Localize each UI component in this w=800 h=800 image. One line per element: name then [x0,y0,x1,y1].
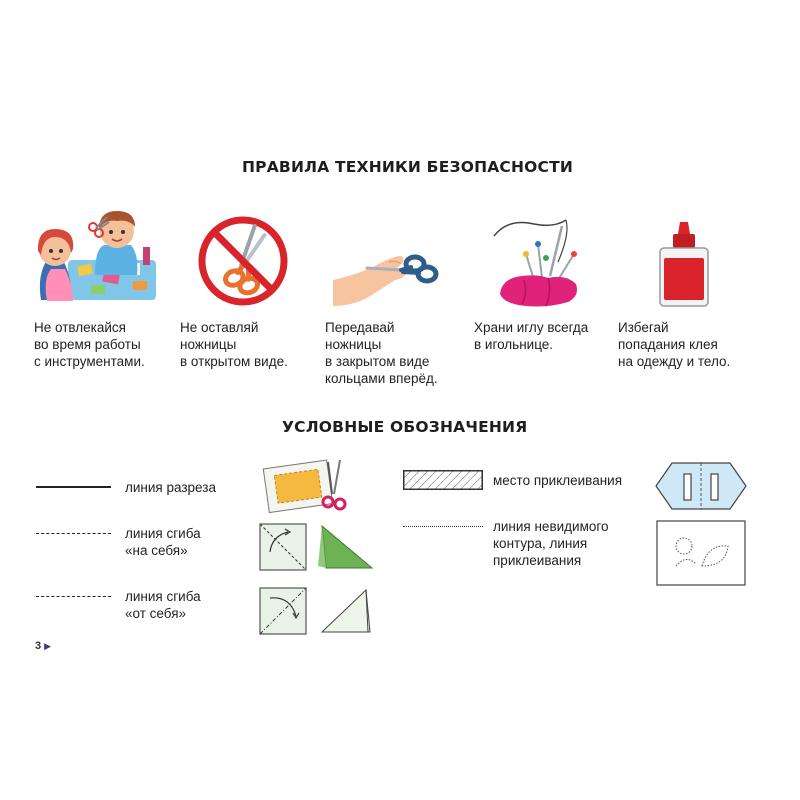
glue-bottle-icon [656,220,712,310]
hand-passing-scissors-icon [331,240,446,308]
cut-line-label: линия разреза [125,480,216,495]
fold-toward-illustration [258,522,376,572]
rule-caption-4: Храни иглу всегда в игольнице. [474,320,589,352]
glue-area-illustration [654,461,748,511]
rule-caption-1: Не отвлекайся во время работы с инструме… [34,320,145,369]
children-crafting-icon [33,205,158,310]
fold-away-label: линия сгиба «от себя» [125,589,201,621]
invisible-contour-illustration [656,520,746,586]
fold-toward-label: линия сгиба «на себя» [125,526,201,558]
glue-area-symbol [403,470,483,490]
safety-title: ПРАВИЛА ТЕХНИКИ БЕЗОПАСНОСТИ [242,158,574,176]
no-open-scissors-icon [196,214,290,308]
invisible-contour-label: линия невидимого контура, линия приклеив… [493,519,609,568]
rule-caption-2: Не оставляй ножницы в открытом виде. [180,320,288,369]
invisible-contour-symbol [403,526,483,527]
fold-away-symbol [36,596,111,597]
legend-title: УСЛОВНЫЕ ОБОЗНАЧЕНИЯ [282,418,528,436]
fold-toward-symbol [36,533,111,534]
cut-line-symbol [36,486,111,488]
fold-away-illustration [258,586,376,636]
page-number: 3▶ [35,640,52,652]
rule-caption-3: Передавай ножницы в закрытом виде кольца… [325,320,438,386]
page-marker-icon: ▶ [44,641,52,651]
rule-caption-5: Избегай попадания клея на одежду и тело. [618,320,731,369]
glue-area-label: место приклеивания [493,473,623,488]
cut-line-illustration [262,458,348,516]
needle-pincushion-icon [488,214,588,310]
